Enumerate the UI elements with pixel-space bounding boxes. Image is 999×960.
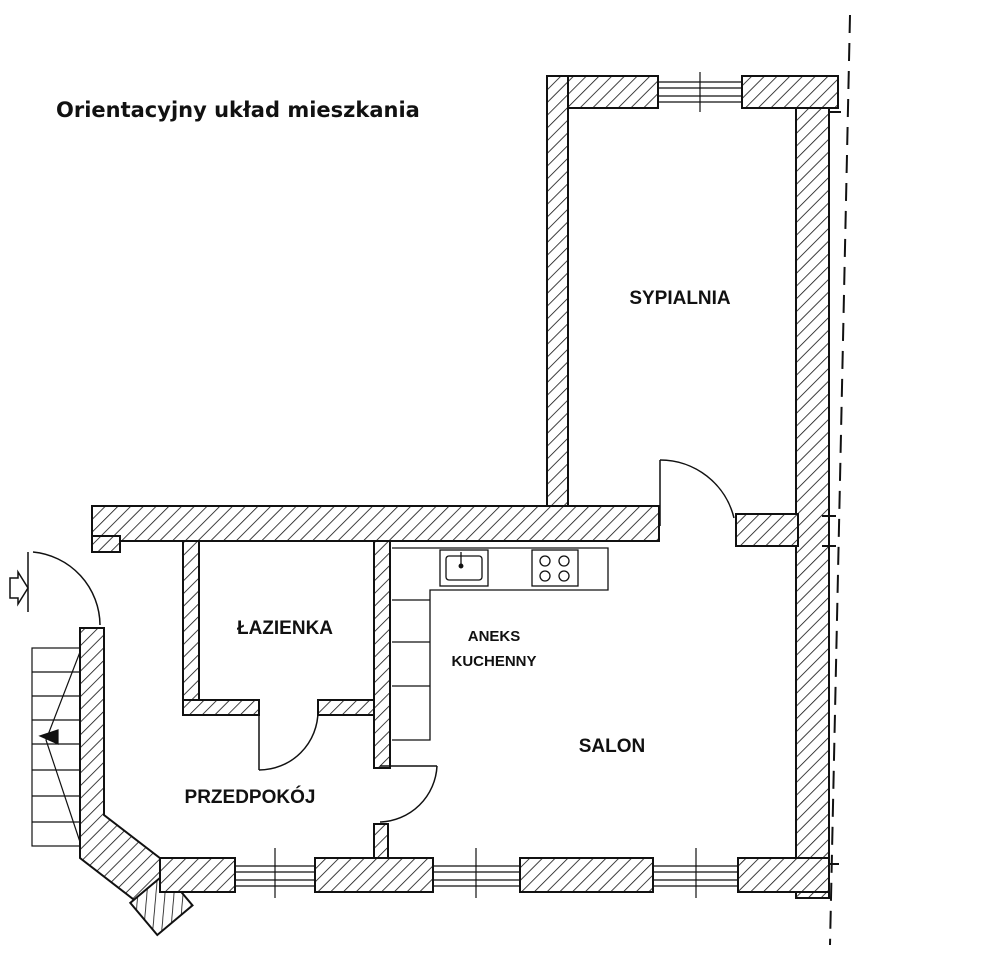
window-bedroom — [658, 72, 742, 112]
window-salon-left — [433, 848, 520, 898]
wall-bathroom-south-right — [317, 699, 377, 716]
wall-bathroom-west — [182, 540, 200, 716]
boundary-dashed — [829, 14, 851, 946]
room-label-kitchenette-1: ANEKS — [468, 628, 521, 645]
wall-bathroom-east — [373, 540, 391, 769]
wall-south-1 — [159, 857, 236, 893]
wall-west — [79, 627, 166, 908]
door-bathroom — [258, 710, 319, 771]
wall-south-4 — [737, 857, 830, 893]
wall-north-entry — [91, 535, 121, 553]
doors — [27, 459, 735, 823]
door-entry — [27, 551, 101, 626]
room-label-bedroom: SYPIALNIA — [629, 288, 731, 309]
wall-bathroom-south-left — [182, 699, 260, 716]
door-salon — [379, 765, 438, 823]
plan-title: Orientacyjny układ mieszkania — [56, 98, 420, 122]
neighbour-boundary — [822, 14, 851, 946]
room-label-living-room: SALON — [579, 736, 646, 757]
wall-hall-stub — [373, 823, 389, 861]
wall-east — [795, 107, 830, 899]
wall-bedroom-north-right — [741, 75, 839, 109]
sink-icon — [439, 549, 489, 587]
window-salon-right — [653, 848, 738, 898]
entry-arrow-icon — [9, 569, 29, 607]
room-label-hallway: PRZEDPOKÓJ — [185, 786, 316, 808]
windows — [235, 72, 742, 898]
room-label-kitchenette-2: KUCHENNY — [451, 653, 536, 670]
room-label-bathroom: ŁAZIENKA — [237, 618, 333, 639]
kitchen-counter-top — [392, 547, 609, 741]
wall-south-2 — [314, 857, 434, 893]
kitchen — [392, 547, 609, 741]
wall-north — [91, 505, 660, 542]
wall-bedroom-salon-right — [735, 513, 799, 547]
door-bedroom — [659, 459, 735, 526]
stove-icon — [531, 549, 579, 587]
wall-south-3 — [519, 857, 654, 893]
walls — [79, 75, 839, 937]
staircase — [31, 647, 81, 847]
wall-bedroom-west — [546, 75, 569, 527]
window-hall — [235, 848, 315, 898]
